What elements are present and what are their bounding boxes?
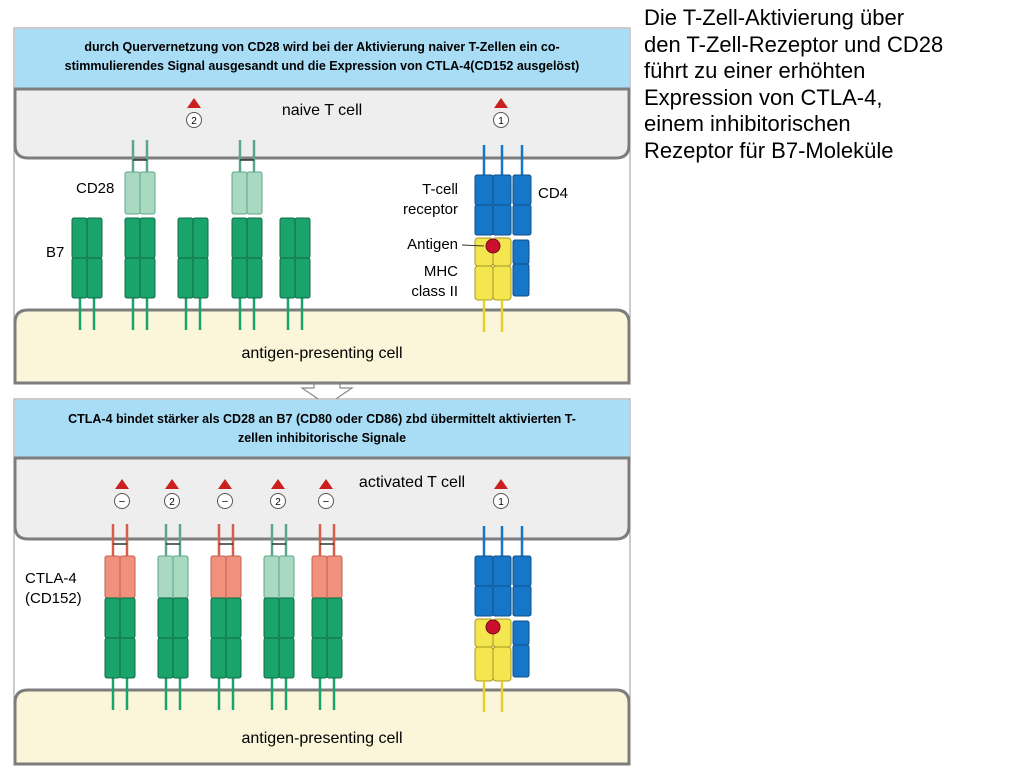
tcr-mhc-complex-bottom — [474, 526, 532, 712]
apc-membrane-bottom — [13, 688, 631, 766]
svg-text:2: 2 — [275, 497, 281, 508]
panel-top-header-line-2: stimmulierendes Signal ausgesandt und di… — [65, 59, 580, 73]
cd4-label: CD4 — [538, 185, 568, 202]
signal-inhibitory-indicator: − — [114, 479, 130, 509]
tcr-label-line-1: T-cell — [422, 181, 458, 198]
signal-inhibitory-indicator: − — [318, 479, 334, 509]
panel-top: durch Quervernetzung von CD28 wird bei d… — [13, 27, 631, 385]
description-line: Expression von CTLA-4, — [644, 84, 883, 110]
ctla4-label-line-1: CTLA-4 — [25, 570, 77, 587]
signal-1-indicator: 1 — [493, 479, 509, 509]
description-line: den T-Zell-Rezeptor und CD28 — [644, 31, 944, 57]
b7-label: B7 — [46, 244, 64, 261]
diagram-figure: durch Quervernetzung von CD28 wird bei d… — [13, 27, 631, 766]
signal-inhibitory-indicator: − — [217, 479, 233, 509]
svg-text:−: − — [222, 496, 228, 508]
description-line: Rezeptor für B7-Moleküle — [644, 137, 894, 163]
apc-label-bottom: antigen-presenting cell — [242, 730, 403, 747]
panel-top-header — [15, 29, 629, 89]
signal-2-indicator: 2 — [270, 479, 286, 509]
naive-t-cell-membrane — [13, 87, 631, 160]
signal-1-indicator-top: 1 — [493, 98, 509, 128]
signal-2-indicator: 2 — [164, 479, 180, 509]
panel-bottom-header-line-1: CTLA-4 bindet stärker als CD28 an B7 (CD… — [68, 412, 576, 426]
svg-text:2: 2 — [191, 116, 197, 127]
description-line: einem inhibitorischen — [644, 111, 851, 136]
panel-bottom: CTLA-4 bindet stärker als CD28 an B7 (CD… — [13, 398, 631, 766]
transition-arrow — [300, 383, 354, 406]
panel-top-header-line-1: durch Quervernetzung von CD28 wird bei d… — [84, 40, 559, 54]
svg-text:1: 1 — [498, 116, 504, 127]
naive-t-cell-label: naive T cell — [282, 102, 362, 119]
svg-text:−: − — [323, 496, 329, 508]
activated-t-cell-label: activated T cell — [359, 474, 465, 491]
panel-bottom-header — [15, 400, 629, 458]
apc-label-top: antigen-presenting cell — [242, 345, 403, 362]
description-line: Die T-Zell-Aktivierung über — [644, 5, 905, 30]
svg-text:1: 1 — [498, 497, 504, 508]
svg-text:−: − — [119, 496, 125, 508]
description-line: führt zu einer erhöhten — [644, 58, 866, 83]
apc-membrane-top — [13, 308, 631, 385]
description-text: Die T-Zell-Aktivierung über den T-Zell-R… — [644, 5, 1019, 164]
tcr-mhc-complex-top — [474, 145, 532, 332]
signal-2-indicator-top: 2 — [186, 98, 202, 128]
mhc-label-line-2: class II — [411, 283, 458, 300]
ctla4-label-line-2: (CD152) — [25, 590, 82, 607]
panel-bottom-header-line-2: zellen inhibitorische Signale — [238, 431, 406, 445]
antigen-label: Antigen — [407, 236, 458, 253]
cd28-label: CD28 — [76, 180, 114, 197]
svg-text:2: 2 — [169, 497, 175, 508]
tcr-label-line-2: receptor — [403, 201, 458, 218]
mhc-label-line-1: MHC — [424, 263, 458, 280]
